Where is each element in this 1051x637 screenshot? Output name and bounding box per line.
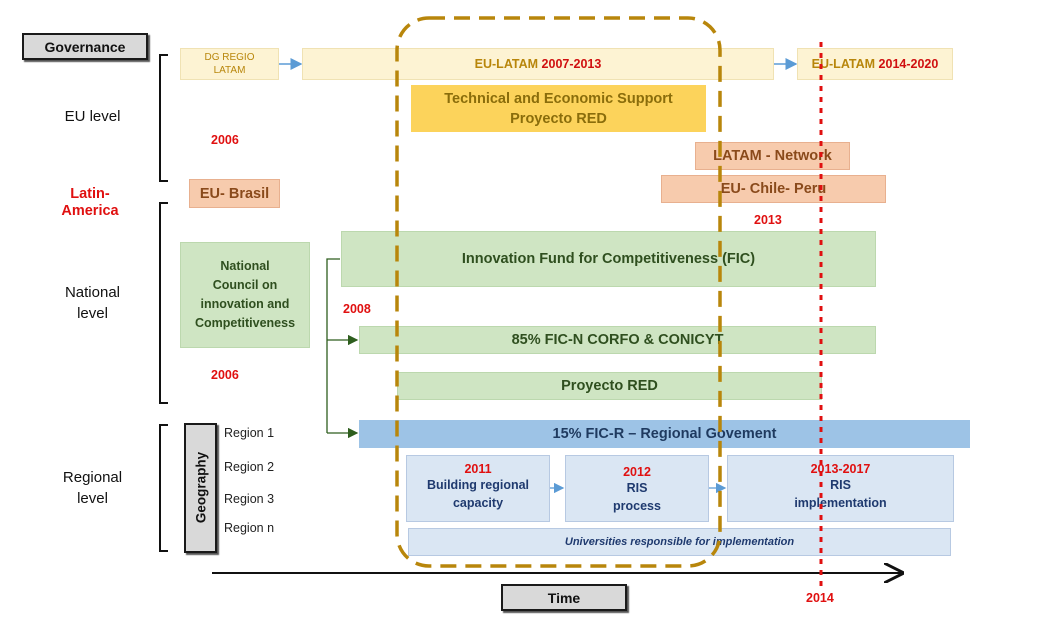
national-council-box: National Council on innovation and Compe… xyxy=(180,242,310,348)
ris-impl-year: 2013-2017 xyxy=(810,462,871,476)
fic-box: Innovation Fund for Competitiveness (FIC… xyxy=(341,231,876,287)
proyecto-red-box: Proyecto RED xyxy=(397,372,822,400)
year-2006-national: 2006 xyxy=(211,368,239,382)
year-2014: 2014 xyxy=(806,591,834,605)
eu-latam-2-years: 2014-2020 xyxy=(878,57,939,71)
ris-process-box: 2012 RIS process xyxy=(565,455,709,522)
latam-network-box: LATAM - Network xyxy=(695,142,850,170)
eu-latam-1-prefix: EU-LATAM xyxy=(474,57,542,71)
eu-level-label: EU level xyxy=(64,108,121,125)
eu-bracket xyxy=(159,54,168,182)
latin-america-label: Latin- America xyxy=(61,186,119,219)
ris-implementation-box: 2013-2017 RIS implementation xyxy=(727,455,954,522)
year-2006-eu: 2006 xyxy=(211,133,239,147)
time-label: Time xyxy=(501,584,627,611)
fic-connector xyxy=(326,258,340,433)
building-year: 2011 xyxy=(464,462,492,476)
fic-n-box: 85% FIC-N CORFO & CONICYT xyxy=(359,326,876,354)
universities-box: Universities responsible for implementat… xyxy=(408,528,951,556)
governance-label: Governance xyxy=(22,33,148,60)
year-2013: 2013 xyxy=(754,213,782,227)
building-capacity-box: 2011 Building regional capacity xyxy=(406,455,550,522)
ris-process-text: RIS process xyxy=(613,481,661,513)
year-2008: 2008 xyxy=(343,302,371,316)
dg-regio-latam-box: DG REGIO LATAM xyxy=(180,48,279,80)
regional-bracket xyxy=(159,424,168,552)
geography-label: Geography xyxy=(193,451,209,524)
fic-r-box: 15% FIC-R – Regional Govement xyxy=(359,420,970,448)
region-n-label: Region n xyxy=(224,521,275,535)
region-2-label: Region 2 xyxy=(224,460,275,474)
eu-brasil-box: EU- Brasil xyxy=(189,179,280,208)
region-3-label: Region 3 xyxy=(224,492,275,506)
technical-support-box: Technical and Economic Support Proyecto … xyxy=(411,85,706,132)
ris-process-year: 2012 xyxy=(623,465,651,479)
national-level-label: National level xyxy=(64,284,121,322)
regional-level-label: Regional level xyxy=(62,469,123,507)
eu-chile-peru-box: EU- Chile- Peru xyxy=(661,175,886,203)
ris-impl-text: RIS implementation xyxy=(794,478,887,510)
building-text: Building regional capacity xyxy=(426,478,530,510)
eu-latam-2007-2013-box: EU-LATAM 2007-2013 xyxy=(302,48,774,80)
geography-box: Geography xyxy=(184,423,217,553)
national-bracket xyxy=(159,202,168,404)
eu-latam-2014-2020-box: EU-LATAM 2014-2020 xyxy=(797,48,953,80)
eu-latam-2-prefix: EU-LATAM xyxy=(811,57,879,71)
region-1-label: Region 1 xyxy=(224,426,275,440)
eu-latam-1-years: 2007-2013 xyxy=(541,57,602,71)
